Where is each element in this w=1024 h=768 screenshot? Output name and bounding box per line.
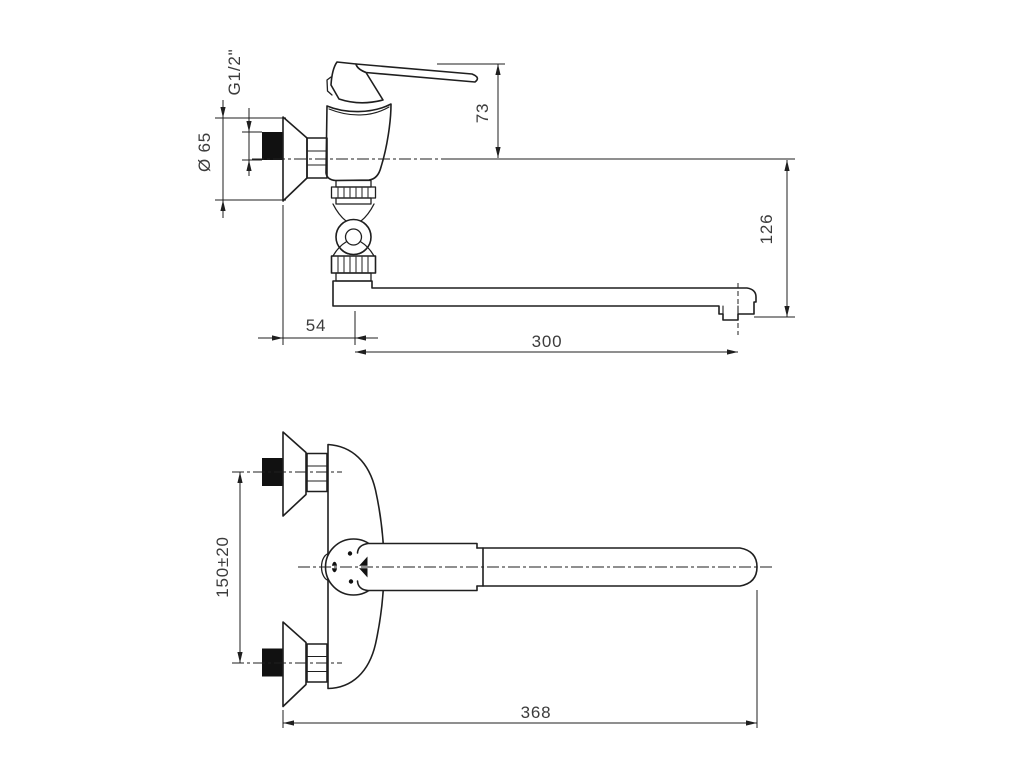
dim-label-overall-length: 368 xyxy=(521,703,552,722)
dim-label-thread: G1/2" xyxy=(225,49,244,96)
side-thread-nipple xyxy=(262,132,283,160)
front-dimensions xyxy=(239,472,758,728)
side-body xyxy=(325,103,392,182)
front-bottom-escutcheon xyxy=(282,621,307,708)
side-dimension-arrows xyxy=(220,64,790,355)
dim-label-flange-diameter: Ø 65 xyxy=(195,132,214,172)
side-handle-cap xyxy=(330,61,384,104)
side-swivel-joint xyxy=(335,218,372,256)
side-spout xyxy=(332,280,757,321)
front-top-escutcheon xyxy=(282,431,307,517)
front-centerlines xyxy=(232,471,772,664)
side-hex-nut xyxy=(306,137,328,179)
dim-label-spout-drop: 126 xyxy=(757,214,776,245)
side-lever xyxy=(355,63,479,83)
side-centerlines xyxy=(252,158,795,335)
side-view xyxy=(262,61,757,321)
side-dimensions xyxy=(215,63,795,353)
dim-label-wall-offset: 54 xyxy=(306,316,327,335)
front-dimension-arrows xyxy=(237,472,757,726)
dim-label-inlet-spacing: 150±20 xyxy=(213,536,232,597)
dim-label-handle-height: 73 xyxy=(473,103,492,124)
front-view xyxy=(262,431,758,708)
front-top-nipple xyxy=(262,458,283,486)
dim-label-spout-reach: 300 xyxy=(532,332,563,351)
front-bottom-nipple xyxy=(262,648,283,677)
